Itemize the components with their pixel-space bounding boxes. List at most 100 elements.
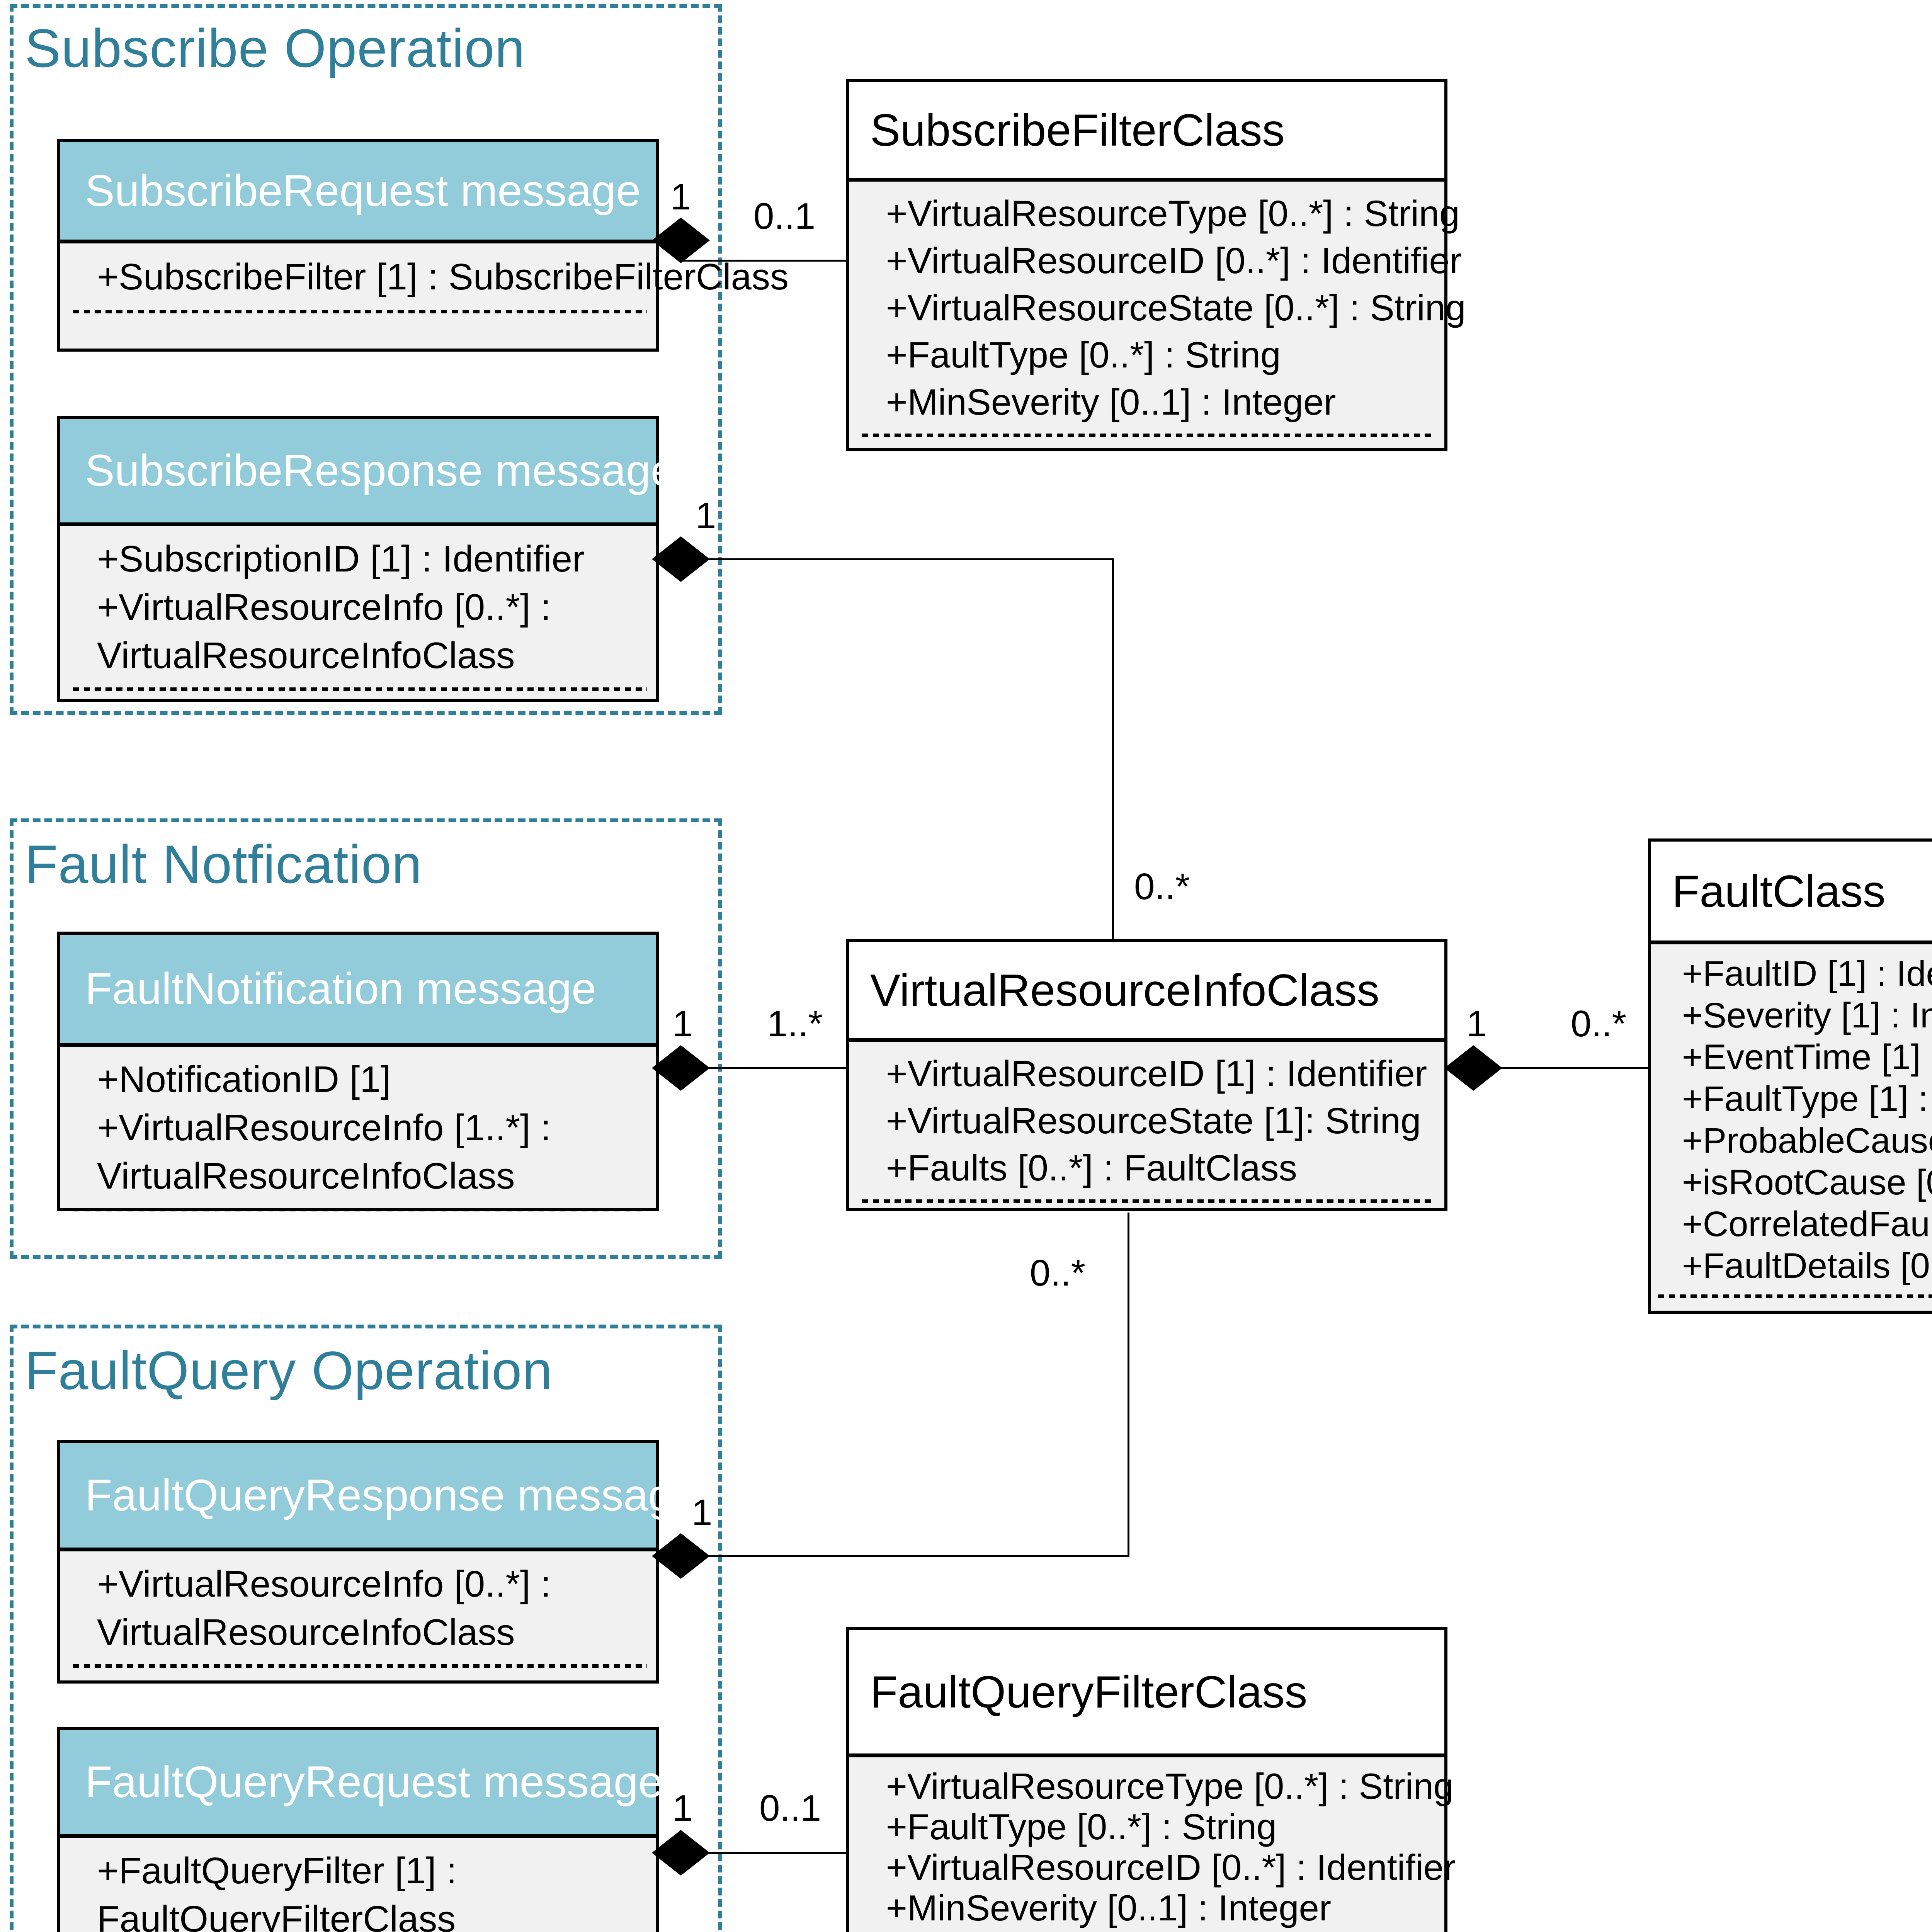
- attribute-line: +VirtualResourceID [1] : Identifier: [886, 1053, 1427, 1094]
- multiplicity-label-source: 1: [692, 1492, 713, 1533]
- attributes-compartment: +VirtualResourceInfo [0..*] : VirtualRes…: [60, 1551, 656, 1680]
- message-title: FaultQueryResponse message: [85, 1471, 698, 1520]
- connector-line: [679, 260, 846, 262]
- attributes-compartment: +VirtualResourceType [0..*] : String +Fa…: [849, 1757, 1456, 1932]
- class-title: FaultClass: [1672, 866, 1886, 917]
- attribute-line: VirtualResourceInfoClass: [97, 635, 515, 676]
- multiplicity-label-target: 0..1: [753, 196, 816, 237]
- attribute-line: +VirtualResourceID [0..*] : Identifier: [886, 1847, 1456, 1888]
- attributes-divider: [862, 434, 1435, 437]
- connector-line: [707, 1067, 847, 1069]
- composition-diamond-icon: [1444, 1045, 1502, 1091]
- attributes-compartment: +VirtualResourceID [1] : Identifier +Vir…: [849, 1042, 1444, 1208]
- attribute-line: +Severity [1] : Integer: [1682, 996, 1932, 1035]
- message-box-subscribe-request: SubscribeRequest message +SubscribeFilte…: [57, 139, 789, 352]
- attributes-compartment: +VirtualResourceType [0..*] : String +Vi…: [849, 182, 1466, 448]
- attribute-line: VirtualResourceInfoClass: [97, 1612, 515, 1653]
- attribute-line: +VirtualResourceInfo [0..*] :: [97, 1563, 551, 1605]
- class-box-faultquery-filter-class: FaultQueryFilterClass +VirtualResourceTy…: [846, 1627, 1456, 1932]
- class-title-faultquery-filter-class: FaultQueryFilterClass: [849, 1630, 1444, 1757]
- connector-line: [707, 558, 1114, 560]
- multiplicity-label-source: 1: [696, 495, 716, 536]
- class-title-subscribe-filter-class: SubscribeFilterClass: [849, 82, 1444, 182]
- section-title-fault-notification: Fault Notfication: [25, 834, 422, 895]
- multiplicity-label-target: 1..*: [767, 1003, 823, 1044]
- class-title: SubscribeFilterClass: [870, 104, 1285, 155]
- attribute-line: +VirtualResourceState [1]: String: [886, 1100, 1421, 1141]
- group-subscribe-operation: [10, 4, 722, 715]
- message-box-subscribe-response: SubscribeResponse message +SubscriptionI…: [57, 416, 675, 702]
- attribute-line: +SubscribeFilter [1] : SubscribeFilterCl…: [97, 256, 789, 298]
- attribute-line: VirtualResourceInfoClass: [97, 1155, 515, 1197]
- message-title: SubscribeResponse message: [85, 446, 675, 495]
- attributes-compartment: +SubscriptionID [1] : Identifier +Virtua…: [60, 526, 656, 699]
- attributes-divider: [73, 1664, 647, 1668]
- attribute-line: +MinSeverity [0..1] : Integer: [886, 1888, 1332, 1928]
- connector-line: [707, 1852, 847, 1854]
- message-header-subscribe-response: SubscribeResponse message: [60, 419, 675, 526]
- class-title: FaultQueryFilterClass: [870, 1666, 1308, 1717]
- attribute-line: +EventTime [1] : Datetime: [1682, 1037, 1932, 1077]
- attribute-line: +FaultType [0..*] : String: [886, 1806, 1277, 1847]
- attribute-line: +ProbableCause [1]: [1682, 1121, 1932, 1160]
- attribute-line: +Faults [0..*] : FaultClass: [886, 1148, 1297, 1189]
- attribute-line: +EventStartTime [0..1] : Datetime: [886, 1928, 1431, 1932]
- group-faultquery-operation: [10, 1325, 722, 1932]
- class-title-virtual-resource-info-class: VirtualResourceInfoClass: [849, 942, 1444, 1042]
- attribute-line: +FaultDetails [0..*] : Key-Value pairs: [1682, 1246, 1932, 1286]
- section-title-faultquery-operation: FaultQuery Operation: [25, 1340, 553, 1401]
- attributes-divider: [73, 310, 647, 313]
- attribute-line: +NotificationID [1]: [97, 1059, 391, 1100]
- attribute-line: +VirtualResourceType [0..*] : String: [886, 1766, 1454, 1806]
- class-box-fault-class: FaultClass +FaultID [1] : Identifier +Se…: [1648, 838, 1932, 1314]
- attributes-divider: [73, 687, 647, 691]
- multiplicity-label-source: 1: [1466, 1003, 1487, 1044]
- attributes-compartment: +FaultQueryFilter [1] : FaultQueryFilter…: [60, 1838, 656, 1932]
- message-header-subscribe-request: SubscribeRequest message: [60, 142, 656, 243]
- attributes-compartment: +FaultID [1] : Identifier +Severity [1] …: [1651, 944, 1932, 1311]
- class-title-fault-class: FaultClass: [1651, 842, 1932, 944]
- attribute-line: +MinSeverity [0..1] : Integer: [886, 382, 1336, 423]
- message-box-faultquery-response: FaultQueryResponse message +VirtualResou…: [57, 1440, 697, 1684]
- connector-line: [1499, 1067, 1649, 1069]
- class-box-virtual-resource-info-class: VirtualResourceInfoClass +VirtualResourc…: [846, 939, 1447, 1211]
- multiplicity-label-source: 1: [672, 1787, 693, 1829]
- message-title: FaultNotification message: [85, 964, 597, 1014]
- message-box-faultquery-request: FaultQueryRequest message +FaultQueryFil…: [57, 1727, 663, 1932]
- multiplicity-label-target: 0..*: [1571, 1003, 1627, 1044]
- attributes-divider: [73, 1208, 647, 1211]
- connector-line: [707, 1555, 1129, 1557]
- attribute-line: +FaultType [0..*] : String: [886, 335, 1281, 376]
- group-fault-notification: [10, 818, 722, 1259]
- attribute-line: +VirtualResourceInfo [0..*] :: [97, 587, 551, 628]
- section-title-subscribe-operation: Subscribe Operation: [25, 18, 526, 78]
- message-header-faultquery-response: FaultQueryResponse message: [60, 1443, 697, 1551]
- attribute-line: FaultQueryFilterClass: [97, 1898, 456, 1932]
- attributes-divider: [862, 1199, 1435, 1203]
- attributes-compartment: +NotificationID [1] +VirtualResourceInfo…: [60, 1047, 656, 1211]
- message-box-fault-notification: FaultNotification message +NotificationI…: [57, 932, 659, 1211]
- attribute-line: +VirtualResourceType [0..*] : String: [886, 193, 1460, 234]
- attribute-line: +CorrelatedFaultID [0..*] : Identifier: [1682, 1204, 1932, 1244]
- connector-line: [1112, 558, 1114, 940]
- multiplicity-label-source: 1: [672, 1003, 693, 1044]
- message-header-faultquery-request: FaultQueryRequest message: [60, 1730, 663, 1838]
- attribute-line: +FaultID [1] : Identifier: [1682, 954, 1932, 993]
- attributes-divider: [1658, 1294, 1932, 1298]
- attribute-line: +FaultType [1] : String: [1682, 1079, 1932, 1119]
- connector-line: [679, 240, 681, 261]
- message-title: SubscribeRequest message: [85, 166, 641, 216]
- multiplicity-label-target: 0..*: [1030, 1252, 1086, 1294]
- attribute-line: +VirtualResourceInfo [1..*] :: [97, 1107, 551, 1148]
- attributes-compartment: +SubscribeFilter [1] : SubscribeFilterCl…: [60, 243, 789, 349]
- connector-line: [1128, 1213, 1129, 1557]
- message-title: FaultQueryRequest message: [85, 1757, 663, 1807]
- class-title: VirtualResourceInfoClass: [870, 964, 1379, 1015]
- message-header-fault-notification: FaultNotification message: [60, 935, 656, 1047]
- attribute-line: +FaultQueryFilter [1] :: [97, 1850, 457, 1891]
- attribute-line: +SubscriptionID [1] : Identifier: [97, 538, 585, 580]
- multiplicity-label-target: 0..*: [1134, 866, 1190, 907]
- multiplicity-label-source: 1: [670, 176, 691, 218]
- class-box-subscribe-filter-class: SubscribeFilterClass +VirtualResourceTyp…: [846, 79, 1466, 451]
